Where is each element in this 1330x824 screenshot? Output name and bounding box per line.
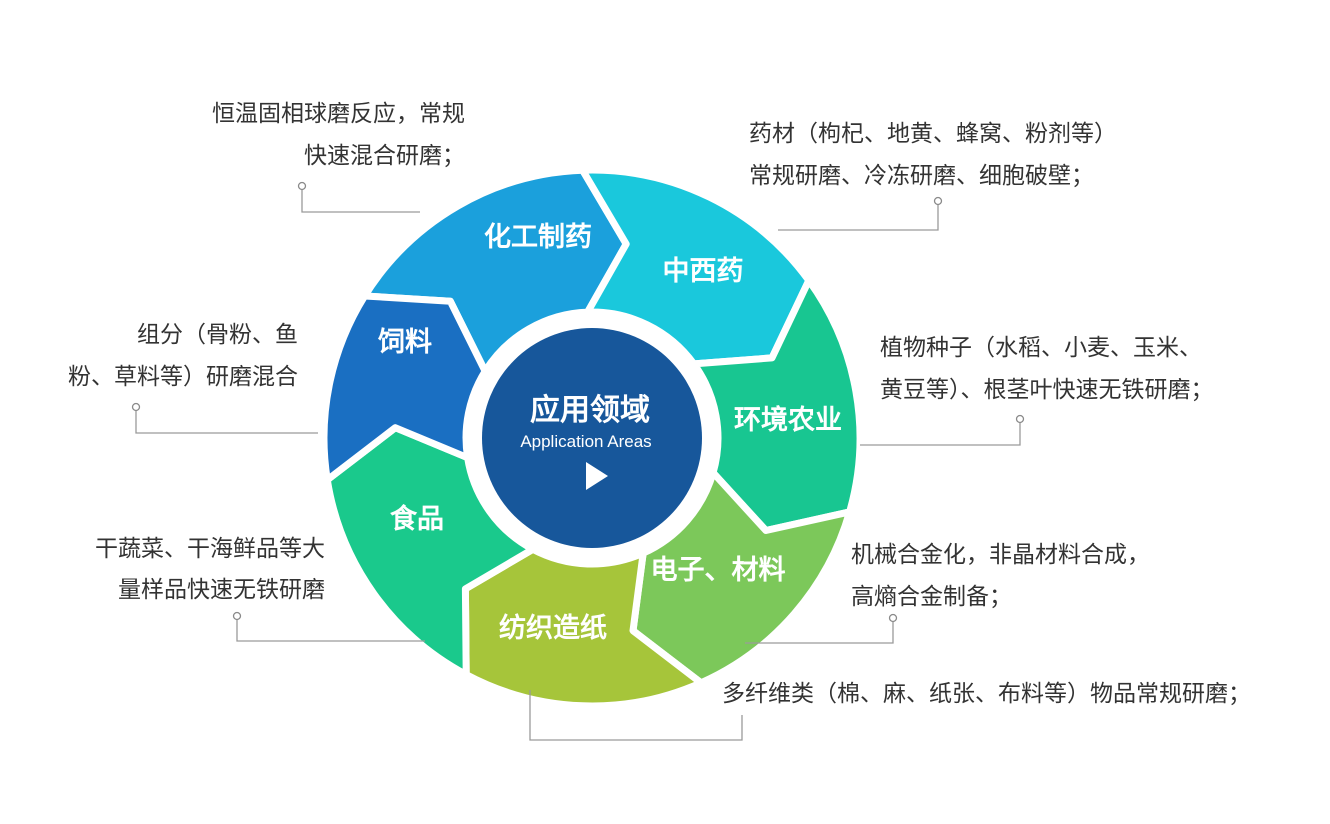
description-medicine-line-2: 常规研磨、冷冻研磨、细胞破壁； xyxy=(749,163,1094,189)
segment-feed[interactable] xyxy=(320,292,489,484)
leader-dot-feed xyxy=(131,402,141,412)
leader-dot-chemical-pharma xyxy=(297,181,307,191)
description-chemical-pharma-line-1: 恒温固相球磨反应，常规 xyxy=(212,101,465,127)
description-textile-line-1: 多纤维类（棉、麻、纸张、布料等）物品常规研磨； xyxy=(722,681,1251,707)
segment-medicine[interactable] xyxy=(579,166,813,368)
description-electronics-line-2: 高熵合金制备； xyxy=(851,584,1012,610)
leader-line-food xyxy=(236,618,425,642)
description-medicine-line-1: 药材（枸杞、地黄、蜂窝、粉剂等） xyxy=(749,121,1117,147)
description-environment-line-1: 植物种子（水稻、小麦、玉米、 xyxy=(880,335,1202,361)
leader-line-chemical-pharma xyxy=(301,188,420,213)
segment-label-textile-paper: 纺织造纸 xyxy=(499,612,607,644)
leader-dot-food xyxy=(232,611,242,621)
leader-dot-medicine xyxy=(933,196,943,206)
segment-label-environment-agriculture: 环境农业 xyxy=(734,405,842,436)
leader-line-environment-agriculture xyxy=(860,421,1021,446)
description-food-line-2: 量样品快速无铁研磨 xyxy=(118,577,325,603)
description-food-line-1: 干蔬菜、干海鲜品等大 xyxy=(95,536,325,562)
description-feed-line-2: 粉、草料等）研磨混合 xyxy=(68,364,298,390)
center-hub[interactable] xyxy=(482,328,702,548)
segment-label-medicine: 中西药 xyxy=(663,256,744,287)
leader-line-textile-paper xyxy=(529,690,743,741)
segment-textile-paper[interactable] xyxy=(461,545,705,710)
center-subtitle: Application Areas xyxy=(520,432,651,451)
leader-dot-environment-agriculture xyxy=(1015,414,1025,424)
leader-line-medicine xyxy=(778,203,939,231)
description-environment-line-2: 黄豆等）、根茎叶快速无铁研磨； xyxy=(880,377,1214,403)
segment-label-feed: 饲料 xyxy=(377,327,432,358)
center-title: 应用领域 xyxy=(530,393,650,428)
description-electronics-line-1: 机械合金化，非晶材料合成， xyxy=(851,542,1150,568)
play-triangle-icon[interactable] xyxy=(586,462,608,490)
segment-label-food: 食品 xyxy=(390,503,444,535)
description-chemical-pharma-line-2: 快速混合研磨； xyxy=(304,143,465,169)
segment-chemical-pharma[interactable] xyxy=(361,166,630,375)
leader-dot-electronics-materials xyxy=(888,613,898,623)
segment-label-chemical-pharma: 化工制药 xyxy=(484,222,592,253)
segment-label-electronics-materials: 电子、材料 xyxy=(651,555,786,586)
leader-line-feed xyxy=(135,409,318,434)
segment-electronics-materials[interactable] xyxy=(629,469,854,687)
description-feed-line-1: 组分（骨粉、鱼 xyxy=(137,322,298,348)
segment-environment-agriculture[interactable] xyxy=(690,277,864,534)
segment-food[interactable] xyxy=(323,424,537,679)
leader-line-electronics-materials xyxy=(745,620,894,644)
